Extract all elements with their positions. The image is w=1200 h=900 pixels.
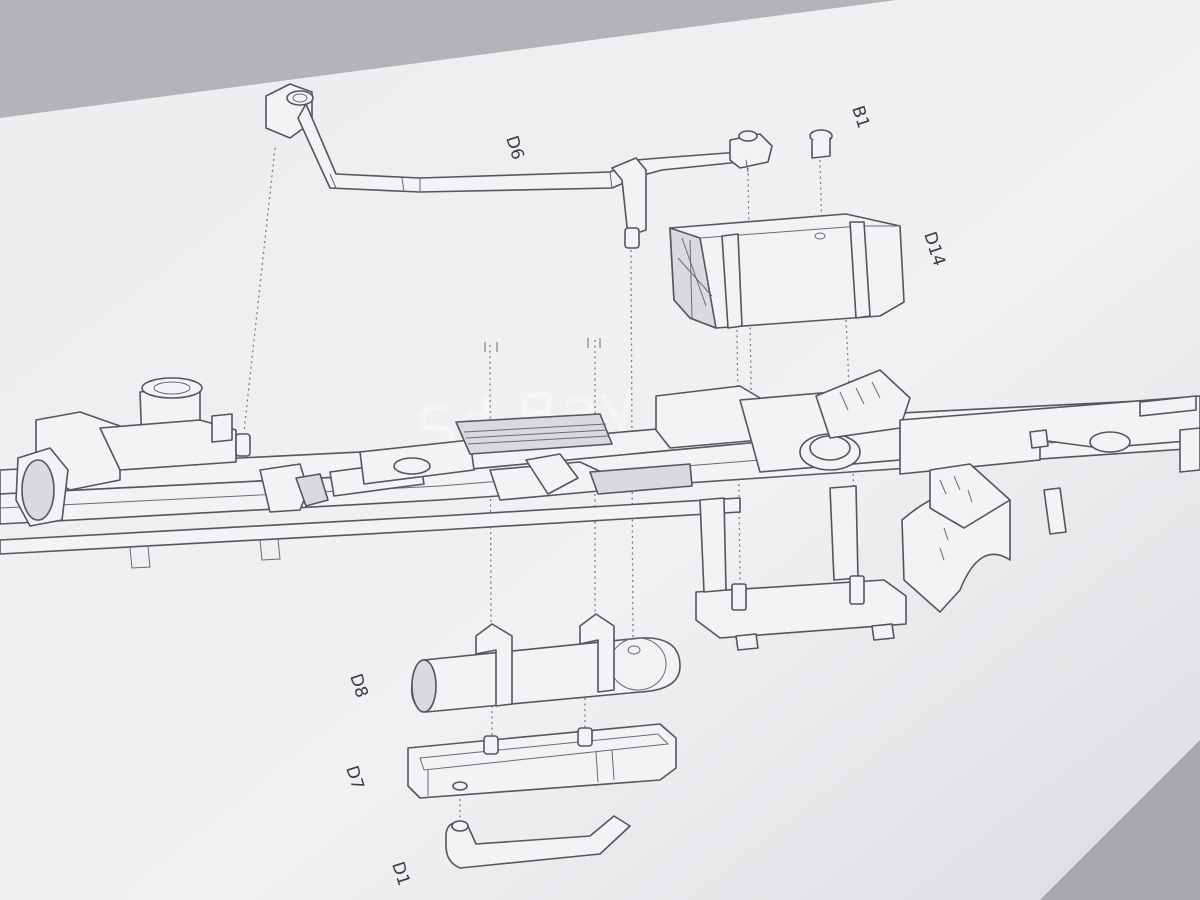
part-d8-tank [410,613,681,713]
part-d6-exhaust-pipe [265,83,773,249]
paper-shadow-corner [1040,740,1200,900]
part-d7-tray [407,723,677,799]
part-d1x-pipe [445,815,631,869]
part-b1-peg [809,129,833,159]
chassis-frame [0,338,1200,651]
part-d14-tank [669,213,905,329]
